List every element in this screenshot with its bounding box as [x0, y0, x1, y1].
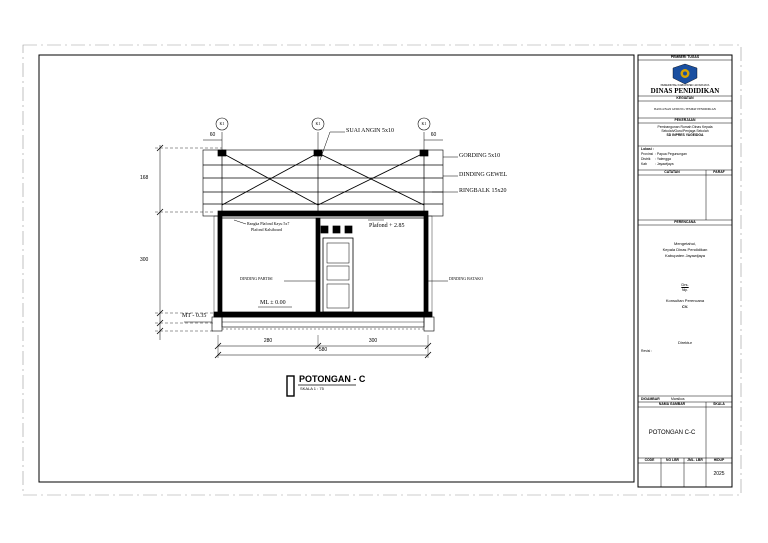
tb-kegiatan-value: BANGUNAN GEDUNG TEMPAT PENDIDIKAN: [654, 107, 716, 111]
tb-logo-caption: PEMERINTAH KABUPATEN JAYAWIJAYA: [660, 84, 710, 87]
tb-jml-lbr: JML. LBR: [687, 458, 703, 462]
tb-paraf: PARAF: [713, 170, 725, 174]
dim-wall-height: 300: [140, 257, 149, 263]
tb-digambar-val: Marsikus: [671, 397, 685, 401]
tb-lokasi-key-1: Distrik: [641, 157, 651, 161]
title-block-frame: [637, 54, 733, 488]
drawing-scale: SKALA 1 : 75: [300, 386, 324, 391]
tb-pekerjaan-line3: SD INPRES YAGEIDGA: [666, 133, 704, 137]
tb-code: CODE: [644, 458, 655, 462]
dim-roof-height: 168: [140, 175, 149, 181]
dim-overhang-left: 60: [209, 132, 216, 138]
label-suai-angin: SUAI ANGIN 5x10: [346, 128, 394, 134]
tb-lokasi-val-0: : Papua Pegunungan: [655, 152, 687, 156]
sheet-border-dashed: [22, 44, 742, 496]
dim-span-total: 580: [318, 347, 328, 353]
drawing-frame: [38, 54, 635, 483]
tb-lokasi-val-1: : Yalengga: [655, 157, 671, 161]
dim-span-left: 280: [263, 338, 273, 344]
tb-lokasi-key-2: Kab: [641, 162, 648, 166]
section-drawing: [155, 117, 458, 397]
tb-digambar: DIGAMBAR: [641, 397, 660, 401]
tb-konsultan: Konsultan Perencana: [665, 298, 705, 303]
tb-sign-nip: Nip.: [681, 288, 689, 292]
tb-skala: SKALA: [713, 402, 725, 406]
dim-span-right: 300: [368, 338, 378, 344]
tb-perencana-header: PERENCANA: [674, 220, 696, 224]
tb-catatan: CATATAN: [664, 170, 680, 174]
tb-no-lbr: NO LBR: [666, 458, 679, 462]
tb-year: 2025: [713, 471, 725, 477]
tb-pekerjaan-header: PEKERJAAN: [674, 118, 696, 122]
label-dinding-partisi: DINDING PARTISI: [240, 276, 273, 281]
tb-pekerjaan-line2: Sekolah/Guru/Penjaga Sekolah: [661, 129, 709, 133]
label-dinding-batako: DINDING BATAKO: [449, 276, 484, 281]
label-plafond-kalsiboard: Plafond Kalsiboard: [251, 227, 282, 232]
tb-konsultan-2: CV.: [681, 304, 689, 309]
drawing-title: POTONGAN - C: [299, 374, 366, 384]
label-ringbalk: RINGBALK 15x20: [459, 188, 507, 194]
dim-overhang-right: 60: [430, 132, 437, 138]
tb-lokasi-val-2: : Jayawijaya: [655, 162, 674, 166]
logo: [672, 63, 698, 85]
tb-agency: DINAS PENDIDIKAN: [650, 87, 720, 95]
tb-mengetahui-2: Kepala Dinas Pendidikan: [662, 247, 708, 252]
tb-nama-gambar: NAMA GAMBAR: [658, 402, 686, 406]
label-mt-level: MT - 0.35: [182, 313, 207, 319]
tb-mengetahui-3: Kabupaten Jayawijaya: [664, 253, 706, 258]
label-ml-level: ML ± 0.00: [260, 300, 286, 306]
tb-direktur: Direktur: [677, 340, 692, 345]
grid-marker-left: K1: [219, 121, 225, 126]
grid-marker-mid: K1: [315, 121, 321, 126]
tb-pekerjaan-line1: Pembangunan Rumah Dinas Kepala: [657, 125, 713, 129]
label-rangka-plafond: Rangka Plafond Kayu 5x7: [247, 221, 290, 226]
tb-mengetahui: Mengetahui,: [673, 241, 696, 246]
tb-nama-gambar-val: POTONGAN C-C: [648, 430, 696, 436]
tb-sign-name: Drs.: [681, 282, 689, 287]
label-dinding-gewel: DINDING GEWEL: [459, 172, 508, 178]
label-plafond-level: Plafond + 2.85: [369, 223, 405, 229]
tb-lokasi-header: Lokasi :: [641, 147, 654, 151]
tb-lokasi-key-0: Provinsi: [641, 152, 654, 156]
title-block-lines: [638, 59, 732, 487]
tb-pemberi-tugas: PEMBERI TUGAS: [670, 55, 700, 59]
tb-hidup: HIDUP: [713, 458, 725, 462]
tb-kegiatan-header: KEGIATAN: [676, 96, 694, 100]
grid-marker-right: K1: [421, 121, 427, 126]
tb-revisi: Revisi :: [641, 349, 653, 353]
label-gording: GORDING 5x10: [459, 153, 501, 159]
